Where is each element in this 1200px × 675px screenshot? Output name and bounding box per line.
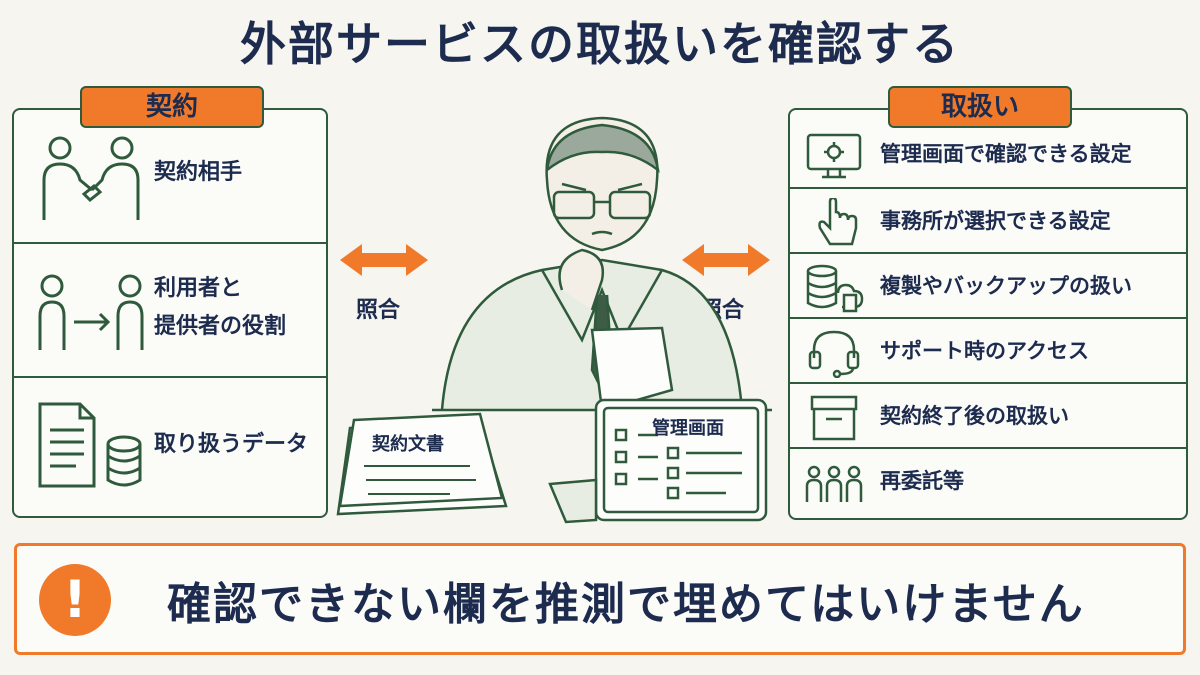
contract-panel: 契約相手 利用者と 提供者の役割 取り扱うデータ xyxy=(12,108,328,518)
post-contract-label: 契約終了後の取扱い xyxy=(880,404,1069,428)
page-title: 外部サービスの取扱いを確認する xyxy=(240,17,960,71)
list-item-office-settings: 事務所が選択できる設定 xyxy=(790,187,1186,252)
contract-document-label: 契約文書 xyxy=(372,434,444,455)
laptop-admin-screen-icon xyxy=(548,398,768,524)
warning-banner: ! 確認できない欄を推測で埋めてはいけません xyxy=(14,543,1186,655)
handling-tag: 取扱い xyxy=(888,86,1072,128)
monitor-gear-icon xyxy=(806,133,862,179)
roles-label-line1: 利用者と xyxy=(154,276,243,301)
database-cloud-icon xyxy=(806,264,864,313)
list-item-subcontracting: 再委託等 xyxy=(790,447,1186,512)
subcontracting-label: 再委託等 xyxy=(880,469,964,493)
list-item-contract-party: 契約相手 xyxy=(14,110,326,242)
list-item-roles: 利用者と 提供者の役割 xyxy=(14,242,326,376)
reviewer-illustration xyxy=(432,116,772,412)
right-double-arrow-icon xyxy=(682,244,770,276)
headset-icon xyxy=(808,330,860,378)
list-item-backup: 複製やバックアップの扱い xyxy=(790,252,1186,317)
backup-label: 複製やバックアップの扱い xyxy=(880,274,1132,298)
support-access-label: サポート時のアクセス xyxy=(880,339,1089,363)
document-database-icon xyxy=(38,402,142,488)
pointing-hand-icon xyxy=(818,198,858,246)
handshake-icon xyxy=(42,136,140,220)
warning-text: 確認できない欄を推測で埋めてはいけません xyxy=(167,579,1085,630)
list-item-admin-settings: 管理画面で確認できる設定 xyxy=(790,122,1186,187)
user-to-user-icon xyxy=(38,274,144,350)
list-item-support-access: サポート時のアクセス xyxy=(790,317,1186,382)
left-match-label: 照合 xyxy=(356,298,401,323)
data-label: 取り扱うデータ xyxy=(154,432,309,457)
contract-document-icon xyxy=(336,412,508,516)
office-settings-label: 事務所が選択できる設定 xyxy=(880,209,1111,233)
list-item-data: 取り扱うデータ xyxy=(14,376,326,516)
roles-label-line2: 提供者の役割 xyxy=(154,314,287,339)
people-group-icon xyxy=(805,465,863,502)
laptop-screen-label: 管理画面 xyxy=(652,418,724,439)
left-double-arrow-icon xyxy=(340,244,428,276)
handling-panel: 管理画面で確認できる設定 事務所が選択できる設定 複製やバックアップの扱い xyxy=(788,108,1188,520)
list-item-post-contract: 契約終了後の取扱い xyxy=(790,382,1186,447)
archive-box-icon xyxy=(810,395,858,441)
exclamation-icon: ! xyxy=(39,564,111,636)
contract-tag: 契約 xyxy=(80,86,264,128)
admin-settings-label: 管理画面で確認できる設定 xyxy=(880,142,1132,166)
contract-party-label: 契約相手 xyxy=(154,160,243,185)
